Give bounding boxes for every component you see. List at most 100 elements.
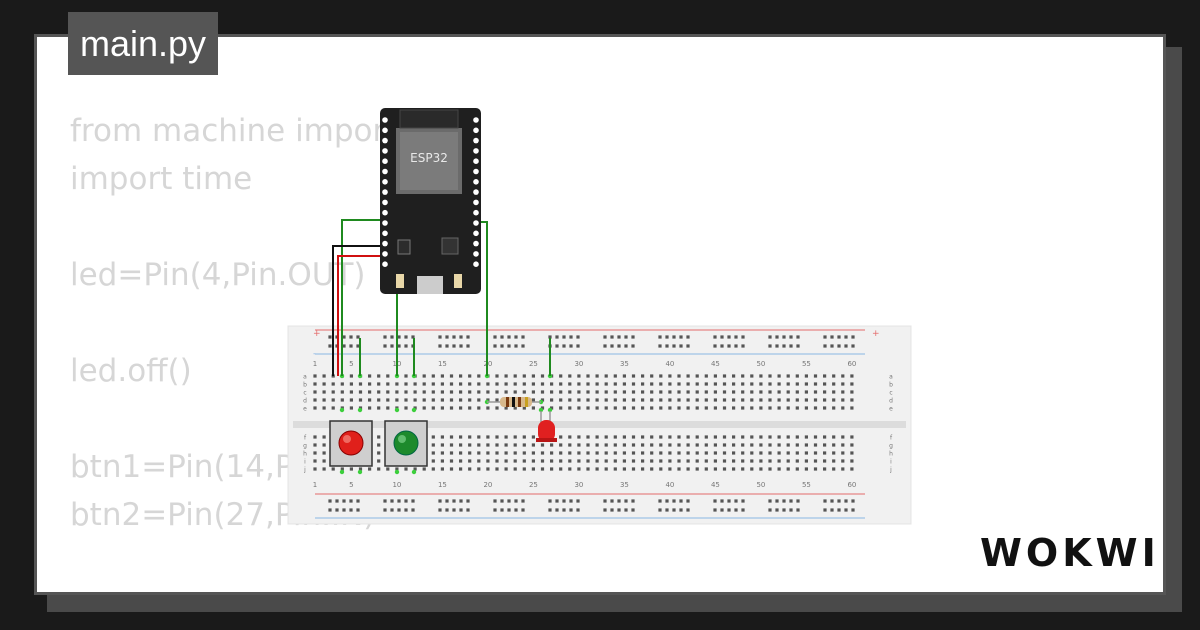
breadboard-hole xyxy=(477,443,481,447)
breadboard-hole xyxy=(713,435,717,439)
row-letter: a xyxy=(303,374,307,381)
breadboard-hole xyxy=(514,499,518,503)
breadboard-hole xyxy=(641,443,645,447)
breadboard-hole xyxy=(459,374,463,378)
breadboard-hole xyxy=(431,459,435,463)
breadboard-hole xyxy=(722,435,727,439)
breadboard-hole xyxy=(613,374,617,378)
breadboard-hole xyxy=(413,390,417,394)
breadboard-hole xyxy=(568,398,572,402)
breadboard-hole xyxy=(832,390,836,394)
breadboard-hole xyxy=(514,344,518,348)
breadboard-hole xyxy=(841,390,845,394)
breadboard-hole xyxy=(741,335,745,339)
breadboard-hole xyxy=(540,467,545,471)
breadboard-hole xyxy=(595,398,599,402)
breadboard-hole xyxy=(386,398,390,402)
breadboard-hole xyxy=(368,390,372,394)
breadboard-hole xyxy=(732,435,736,439)
breadboard-hole xyxy=(786,390,790,394)
breadboard-hole xyxy=(540,374,545,378)
breadboard-hole xyxy=(617,335,621,339)
breadboard-hole xyxy=(777,382,781,386)
breadboard-hole xyxy=(513,390,517,394)
breadboard-hole xyxy=(377,451,381,455)
breadboard-hole xyxy=(440,382,444,386)
esp32-pin xyxy=(473,199,479,206)
breadboard-hole xyxy=(577,390,581,394)
breadboard-hole xyxy=(777,390,781,394)
breadboard-hole xyxy=(522,467,526,471)
breadboard-hole xyxy=(411,335,415,339)
breadboard-hole xyxy=(720,344,724,348)
breadboard-hole xyxy=(617,344,621,348)
breadboard-hole xyxy=(796,335,800,339)
breadboard-hole xyxy=(732,443,736,447)
breadboard-hole xyxy=(328,499,332,503)
breadboard-hole xyxy=(668,451,672,455)
green-pushbutton[interactable] xyxy=(384,420,428,467)
breadboard-hole xyxy=(477,435,481,439)
row-letter: f xyxy=(304,435,307,442)
breadboard-hole xyxy=(804,467,808,471)
breadboard-hole xyxy=(704,390,708,394)
esp32-pin xyxy=(473,230,479,237)
breadboard-hole xyxy=(522,459,526,463)
breadboard-hole xyxy=(796,344,800,348)
breadboard-hole xyxy=(513,459,517,463)
connection-marker xyxy=(339,469,345,475)
breadboard-hole xyxy=(795,398,799,402)
breadboard-hole xyxy=(665,344,669,348)
breadboard-hole xyxy=(500,508,504,512)
breadboard-hole xyxy=(577,459,581,463)
breadboard-hole xyxy=(514,335,518,339)
breadboard-hole xyxy=(500,344,504,348)
breadboard-hole xyxy=(622,459,626,463)
breadboard-hole xyxy=(521,508,525,512)
column-number: 50 xyxy=(756,481,765,489)
breadboard-hole xyxy=(659,406,663,410)
breadboard-hole xyxy=(750,443,754,447)
breadboard-hole xyxy=(722,443,727,447)
red-pushbutton[interactable] xyxy=(329,420,373,467)
breadboard-hole xyxy=(641,459,645,463)
column-number: 15 xyxy=(438,360,447,368)
esp32-pin xyxy=(473,168,479,175)
breadboard-hole xyxy=(720,499,724,503)
breadboard-hole xyxy=(422,398,426,402)
breadboard-hole xyxy=(342,499,346,503)
breadboard-hole xyxy=(741,459,745,463)
breadboard-hole xyxy=(768,374,772,378)
breadboard-hole xyxy=(521,335,525,339)
breadboard-hole xyxy=(459,508,463,512)
breadboard-hole xyxy=(440,374,444,378)
breadboard-hole xyxy=(650,406,654,410)
breadboard-hole xyxy=(540,382,545,386)
file-tab-main-py[interactable]: main.py xyxy=(68,12,219,75)
breadboard-hole xyxy=(832,406,836,410)
resistor xyxy=(487,397,541,407)
breadboard-hole xyxy=(727,335,731,339)
breadboard-hole xyxy=(413,467,417,471)
breadboard-hole xyxy=(513,443,517,447)
breadboard-hole xyxy=(686,398,690,402)
breadboard-hole xyxy=(850,459,854,463)
breadboard-hole xyxy=(522,390,526,394)
breadboard-hole xyxy=(349,374,353,378)
breadboard-hole xyxy=(513,451,517,455)
breadboard-hole xyxy=(850,406,854,410)
breadboard-hole xyxy=(507,499,511,503)
breadboard-hole xyxy=(459,443,463,447)
breadboard-hole xyxy=(659,390,663,394)
breadboard-hole xyxy=(559,443,563,447)
breadboard-hole xyxy=(650,467,654,471)
breadboard-hole xyxy=(340,398,344,402)
breadboard-hole xyxy=(713,499,717,503)
breadboard-hole xyxy=(577,443,581,447)
breadboard-hole xyxy=(568,443,572,447)
row-letter: d xyxy=(889,398,893,405)
breadboard-hole xyxy=(468,406,472,410)
breadboard-hole xyxy=(368,374,372,378)
esp32-pin xyxy=(382,137,388,144)
